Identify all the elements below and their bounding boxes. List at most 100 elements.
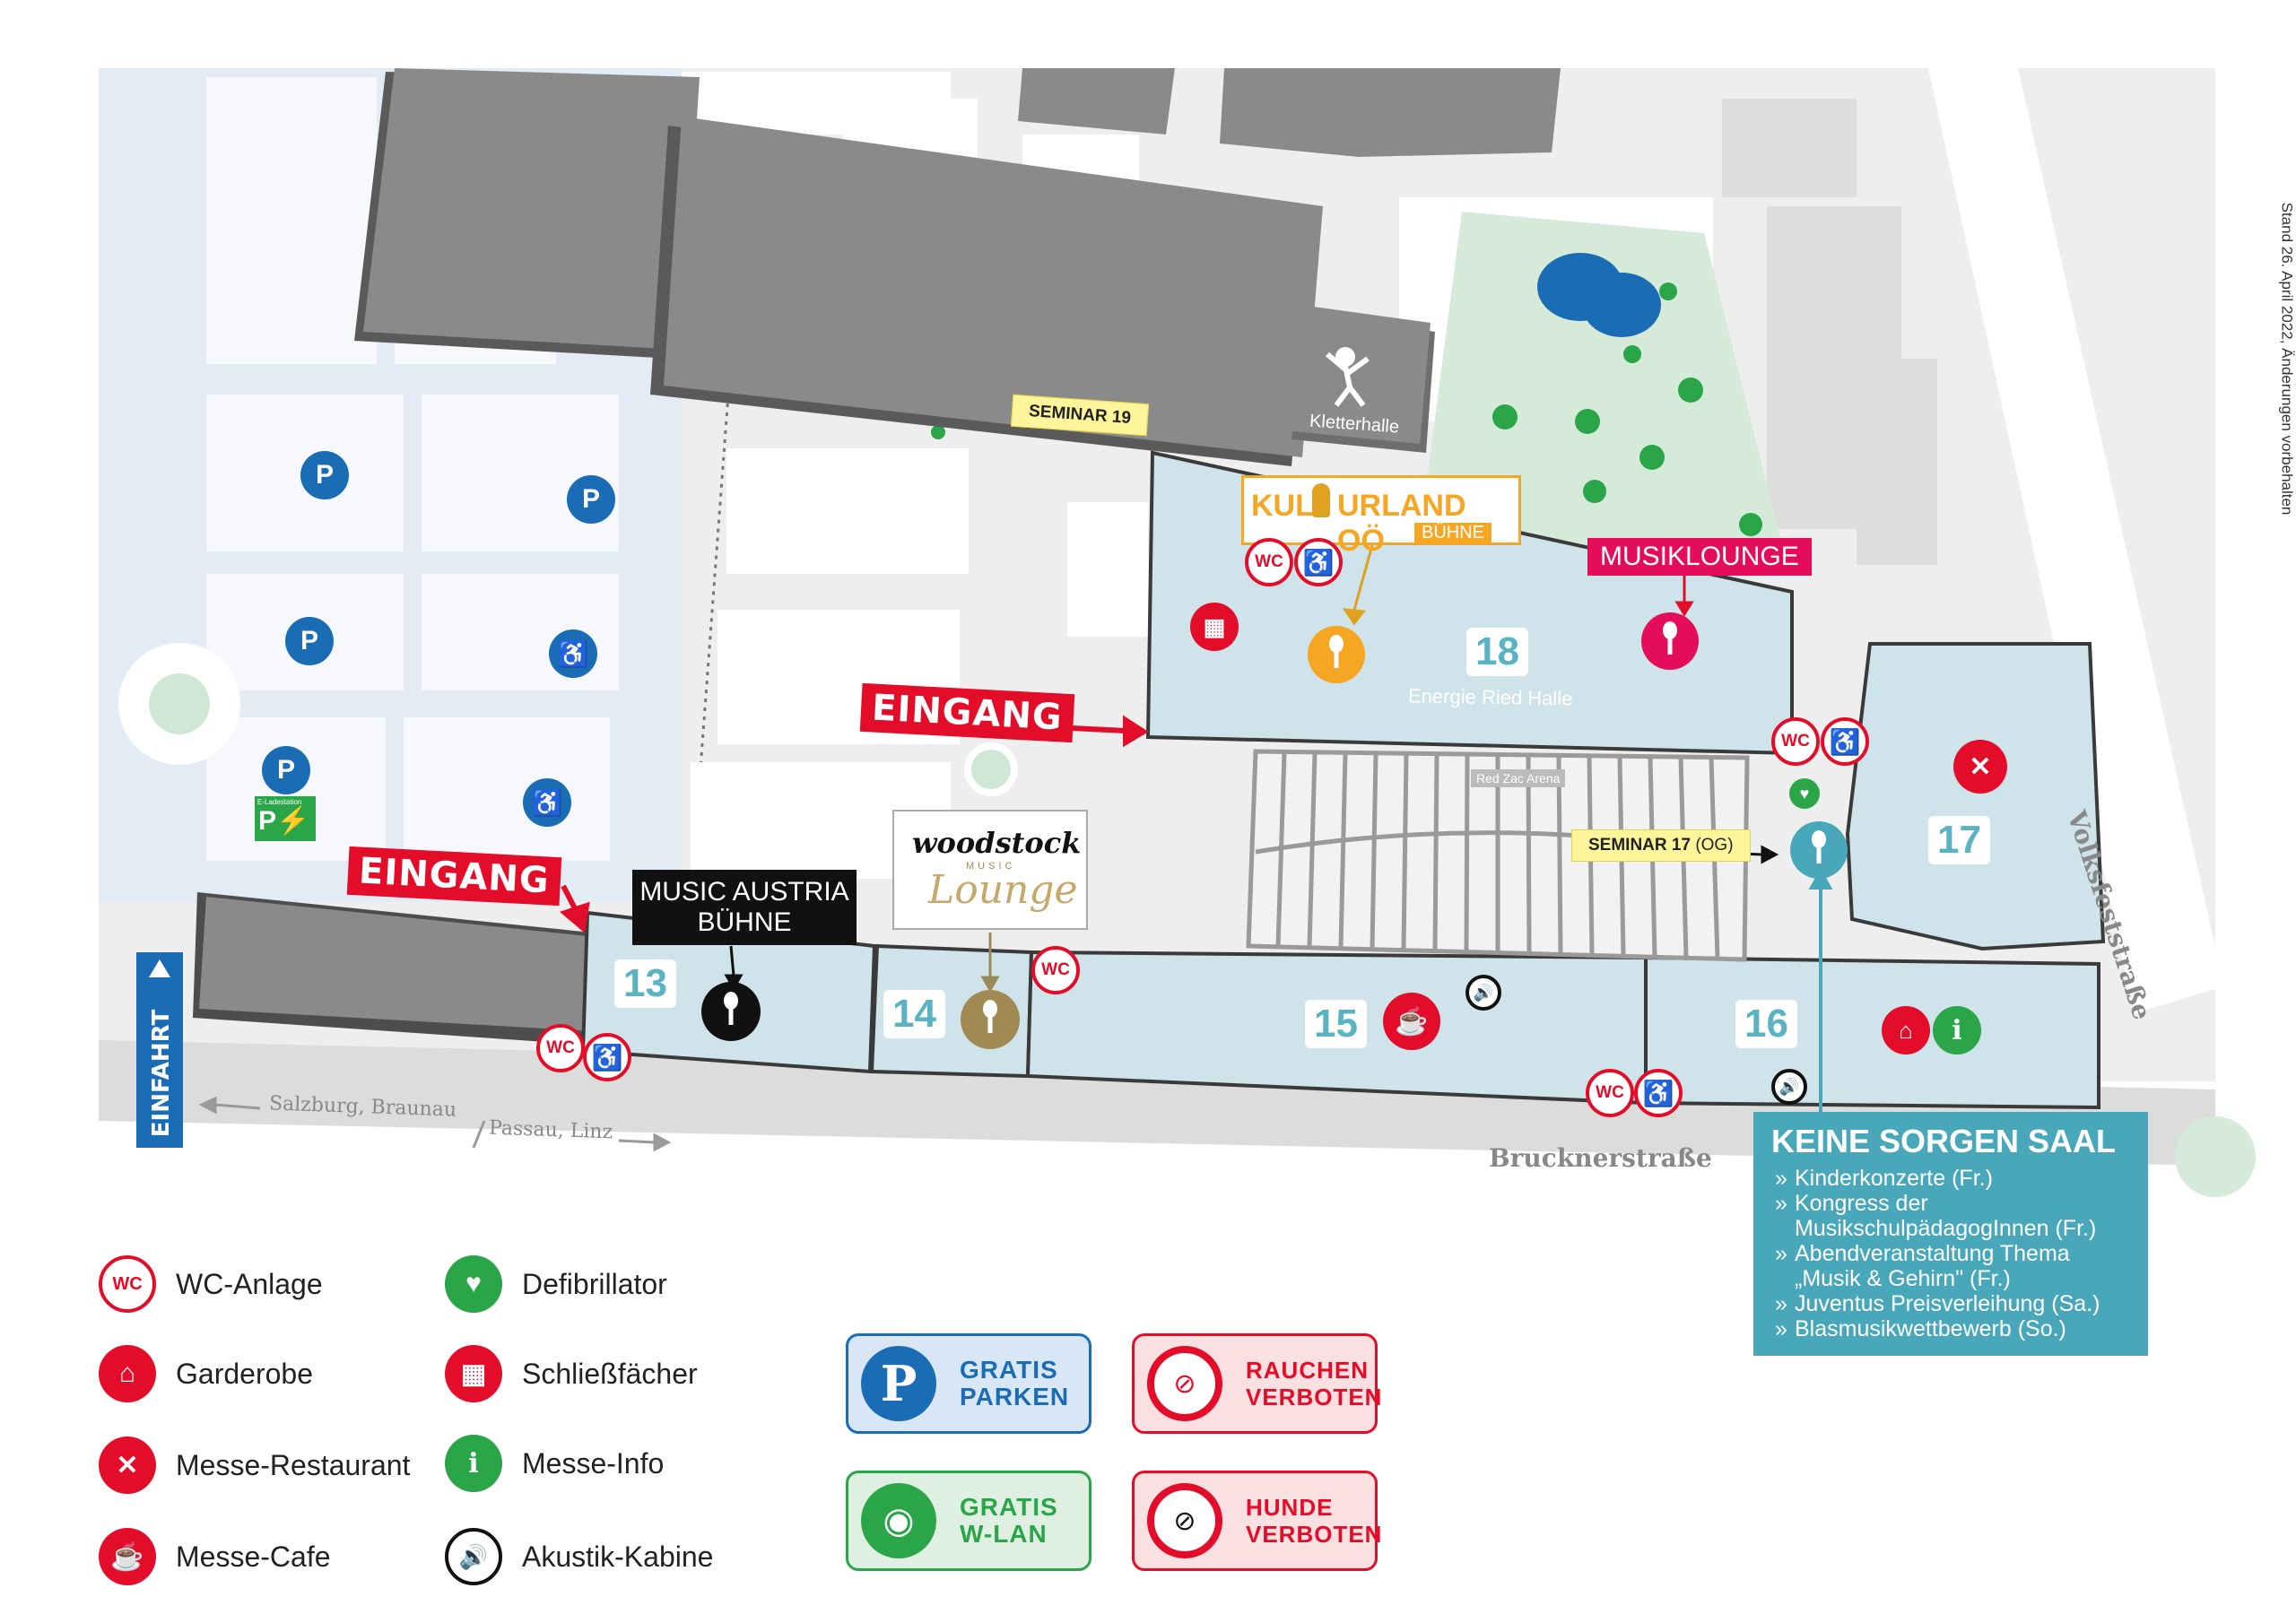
hall-18-name: Energie Ried Halle	[1407, 684, 1573, 710]
info-icon: i	[445, 1435, 502, 1492]
garderobe-icon: ⌂	[99, 1345, 156, 1402]
microphone-icon	[1312, 483, 1330, 517]
wc-icon: WC	[1031, 946, 1080, 994]
trees	[931, 282, 1762, 536]
keine-sorgen-title: KEINE SORGEN SAAL	[1771, 1123, 2117, 1159]
defibrillator-icon: ♥	[1789, 778, 1820, 809]
ev-charging-icon: P⚡	[258, 806, 310, 836]
legend-label: Akustik-Kabine	[522, 1540, 714, 1573]
hall-number-14: 14	[883, 990, 945, 1038]
stage-circles	[701, 612, 1848, 1049]
stand-note: Stand 26. April 2022, Änderungen vorbeha…	[2278, 202, 2296, 516]
hall-number-15: 15	[1305, 1000, 1367, 1048]
legend-item: WC WC-Anlage	[99, 1255, 323, 1313]
gratis-parken-badge: P GRATIS PARKEN	[846, 1333, 1091, 1434]
hunde-line2: VERBOTEN	[1246, 1521, 1383, 1548]
woodstock-small: MUSIC	[966, 861, 1016, 872]
arena-name: Red Zac Arena	[1471, 769, 1566, 787]
accessible-icon: ♿	[583, 1033, 631, 1081]
street-bruckner: Brucknerstraße	[1489, 1143, 1712, 1173]
hall-number-16: 16	[1735, 1000, 1797, 1048]
brucknerstrasse	[99, 1040, 2215, 1166]
music-austria-line1: MUSIC AUSTRIA	[639, 877, 849, 907]
parking-icon: P	[567, 475, 615, 524]
music-austria-stage-label: MUSIC AUSTRIA BÜHNE	[632, 870, 857, 945]
no-dogs-icon: ⊘	[1147, 1483, 1222, 1558]
speaker-icon: 🔊	[1465, 975, 1501, 1011]
legend-item: i Messe-Info	[445, 1435, 664, 1492]
gratis-wlan-badge: ◉ GRATIS W-LAN	[846, 1471, 1091, 1571]
climber-icon	[1326, 347, 1370, 407]
keine-sorgen-item: Blasmusikwettbewerb (So.)	[1771, 1316, 2130, 1341]
wlan-line2: W-LAN	[960, 1520, 1048, 1548]
legend-label: Messe-Info	[522, 1446, 665, 1480]
parking-icon: P	[262, 746, 310, 794]
parken-line1: GRATIS	[960, 1356, 1058, 1384]
red-zac-arena	[1246, 749, 1750, 962]
woodstock-lounge-label: woodstock MUSIC Lounge	[892, 810, 1088, 930]
rauchen-line1: RAUCHEN	[1246, 1357, 1369, 1384]
accessible-icon: ♿	[1294, 538, 1343, 586]
wc-icon: WC	[1771, 717, 1820, 766]
entrance-arrows	[560, 715, 1149, 933]
hall-number-17: 17	[1928, 816, 1990, 864]
hall-number-18: 18	[1466, 628, 1528, 676]
legend-label: Messe-Restaurant	[176, 1448, 411, 1481]
kulturland-sub: BÜHNE	[1414, 523, 1492, 543]
volksfeststrasse	[1928, 68, 2224, 1013]
accessible-icon: ♿	[1634, 1069, 1683, 1117]
parking-icon: P	[285, 617, 334, 665]
keine-sorgen-item: Kongress der MusikschulpädagogInnen (Fr.…	[1771, 1191, 2130, 1241]
speaker-icon: 🔊	[445, 1528, 502, 1585]
legend-item: ▦ Schließfächer	[445, 1345, 698, 1402]
woodstock-script: Lounge	[928, 867, 1078, 913]
ev-charging-sign: E-Ladestation P⚡	[255, 796, 316, 841]
wifi-icon: ◉	[861, 1483, 936, 1558]
legend-label: Defibrillator	[522, 1267, 667, 1300]
cafe-icon: ☕	[1383, 993, 1440, 1050]
parken-line2: PARKEN	[960, 1383, 1070, 1410]
accessible-parking-icon: ♿	[523, 778, 571, 827]
defibrillator-icon: ♥	[445, 1255, 502, 1313]
hunde-verboten-badge: ⊘ HUNDE VERBOTEN	[1132, 1471, 1381, 1571]
ev-label: E-Ladestation	[257, 798, 302, 806]
locker-icon: ▦	[445, 1345, 502, 1402]
einfahrt-sign: EINFAHRT	[136, 952, 183, 1148]
music-austria-line2: BÜHNE	[697, 907, 792, 937]
parking-icon: P	[300, 451, 349, 499]
wc-icon: WC	[536, 1024, 585, 1072]
seminar-17-tag: SEMINAR 17 (OG)	[1571, 829, 1751, 862]
parking-icon: P	[861, 1346, 936, 1421]
legend-label: WC-Anlage	[176, 1267, 323, 1300]
wlan-line1: GRATIS	[960, 1493, 1058, 1521]
kulturland-part-a: KUL	[1251, 489, 1314, 523]
legend-item: 🔊 Akustik-Kabine	[445, 1528, 713, 1585]
legend-label: Messe-Cafe	[176, 1540, 331, 1573]
right-buildings	[1722, 99, 1937, 565]
musiklounge-stage-label: MUSIKLOUNGE	[1587, 538, 1812, 576]
legend-item: ☕ Messe-Cafe	[99, 1528, 331, 1585]
keine-sorgen-item: Kinderkonzerte (Fr.)	[1771, 1166, 2130, 1191]
einfahrt-label: EINFAHRT	[148, 1009, 175, 1138]
accessible-icon: ♿	[1821, 717, 1869, 766]
rauchen-verboten-badge: ⊘ RAUCHEN VERBOTEN	[1132, 1333, 1381, 1434]
keine-sorgen-item: Abendveranstaltung Thema „Musik & Gehirn…	[1771, 1241, 2130, 1291]
garderobe-icon: ⌂	[1882, 1006, 1930, 1055]
kulturland-stage-label: KUL URLAND OÖ BÜHNE	[1241, 475, 1521, 558]
direction-arrows	[198, 1096, 672, 1152]
park	[1417, 212, 1780, 556]
wc-icon: WC	[99, 1255, 156, 1313]
info-icon: i	[1933, 1006, 1981, 1055]
hall-number-13: 13	[614, 959, 676, 1008]
hunde-line1: HUNDE	[1246, 1494, 1334, 1521]
legend-item: ♥ Defibrillator	[445, 1255, 667, 1313]
legend-item: ✕ Messe-Restaurant	[99, 1436, 410, 1494]
woodstock-main: woodstock	[912, 826, 1082, 860]
arrow-up-icon	[149, 959, 170, 977]
hall-17-shape	[1845, 642, 2106, 951]
rauchen-line2: VERBOTEN	[1246, 1384, 1383, 1410]
keine-sorgen-saal-box: KEINE SORGEN SAAL Kinderkonzerte (Fr.) K…	[1753, 1112, 2148, 1356]
locker-icon: ▦	[1190, 603, 1239, 651]
keine-sorgen-item: Juventus Preisverleihung (Sa.)	[1771, 1291, 2130, 1316]
